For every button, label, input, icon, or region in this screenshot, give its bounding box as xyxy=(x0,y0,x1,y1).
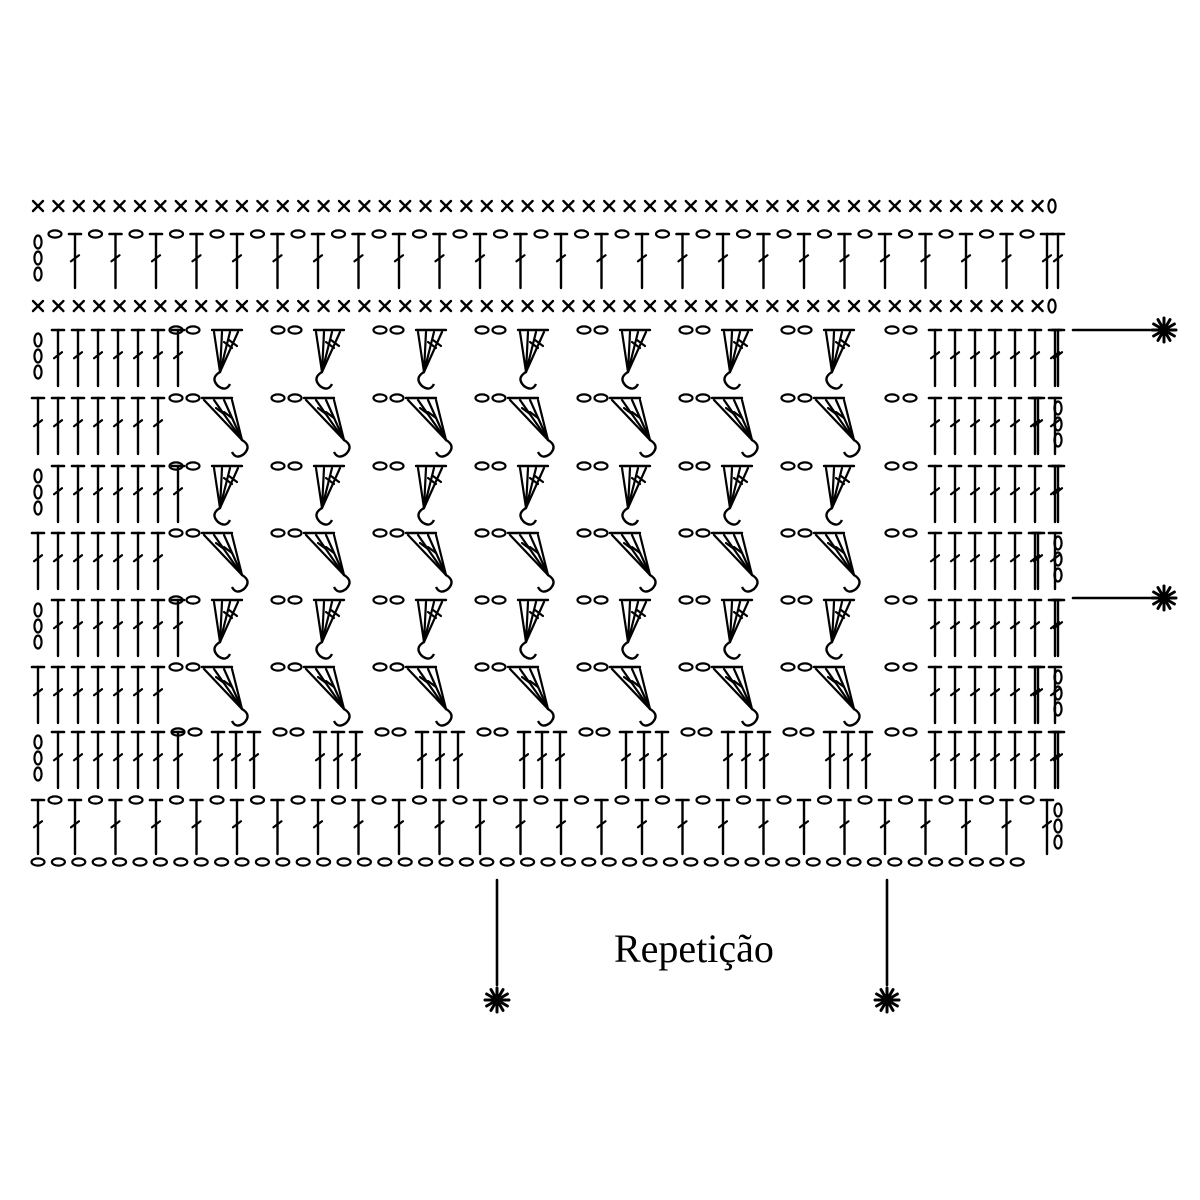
repeat-markers xyxy=(483,316,1178,1014)
stitch-repeat-marker xyxy=(873,878,901,1014)
stitch-row xyxy=(30,393,1063,458)
stitch-row xyxy=(33,461,1066,526)
stitch-row xyxy=(31,198,1057,214)
stitch-row xyxy=(30,857,1025,867)
stitch-repeat-marker xyxy=(483,878,511,1014)
stitch-row xyxy=(30,528,1063,593)
stitch-rows xyxy=(30,198,1066,867)
stitch-row xyxy=(31,298,1057,314)
stitch-row xyxy=(33,727,1066,790)
row-repeat-marker xyxy=(1071,316,1178,344)
stitch-row xyxy=(33,229,1066,290)
row-repeat-marker xyxy=(1071,584,1178,612)
stitch-row xyxy=(30,662,1063,727)
stitch-row xyxy=(33,595,1066,660)
stitch-row xyxy=(33,325,1066,390)
stitch-row xyxy=(30,795,1063,856)
repeat-caption: Repetição xyxy=(614,926,774,971)
